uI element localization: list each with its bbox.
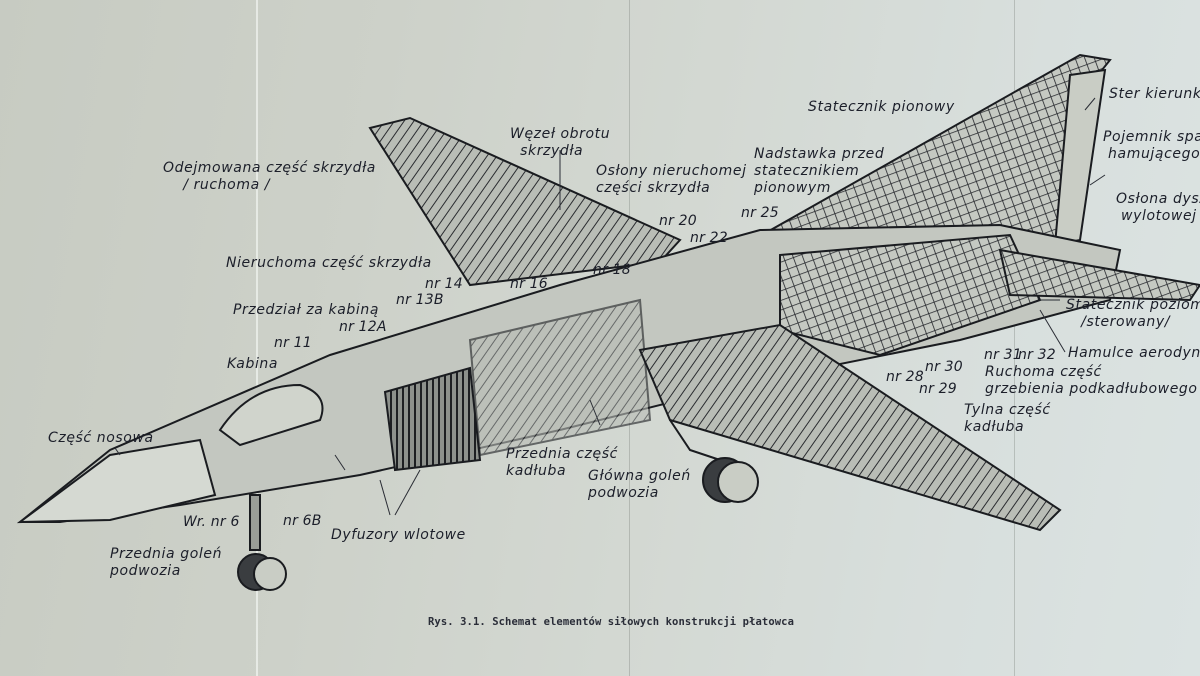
figure-caption: Rys. 3.1. Schemat elementów siłowych kon… (428, 616, 795, 628)
label-przednia-czesc-kadluba: Przednia część kadłuba (506, 446, 618, 479)
right-wing (638, 323, 1062, 532)
label-hamulce-aerodynamiczne: Hamulce aerodyn (1068, 345, 1200, 361)
frame-nr22: nr 22 (690, 230, 728, 246)
paper-fold-left (256, 0, 258, 676)
label-pojemnik-spadochronu: Pojemnik spa hamującego (1103, 129, 1200, 162)
label-statecznik-pionowy: Statecznik pionowy (808, 99, 955, 115)
label-odejmowana-czesc-skrzydla: Odejmowana część skrzydła / ruchoma / (163, 160, 376, 193)
label-dyfuzory-wlotowe: Dyfuzory wlotowe (331, 527, 466, 543)
vertical-stabilizer (696, 53, 1112, 277)
horizontal-stabilizer (998, 248, 1200, 302)
fuselage (16, 223, 1122, 524)
frame-nr28: nr 28 (886, 369, 924, 385)
label-glowna-golen-podwozia: Główna goleń podwozia (588, 468, 691, 501)
frame-nr31: nr 31 (984, 347, 1022, 363)
frame-nr11: nr 11 (274, 335, 312, 351)
label-nadstawka: Nadstawka przed statecznikiem pionowym (754, 146, 885, 196)
frame-nr6b: nr 6B (283, 513, 322, 529)
label-tylna-czesc-kadluba: Tylna część kadłuba (964, 402, 1051, 435)
frame-nr14: nr 14 (425, 276, 463, 292)
label-przednia-golen-podwozia: Przednia goleń podwozia (110, 546, 223, 579)
frame-nr32: nr 32 (1018, 347, 1056, 363)
frame-wr-nr6: Wr. nr 6 (183, 514, 240, 530)
frame-nr13b: nr 13B (396, 292, 444, 308)
label-oslony-nieruchomej: Osłony nieruchomej części skrzydła (596, 163, 747, 196)
frame-nr18: nr 18 (593, 262, 631, 278)
label-wezel-obrotu: Węzeł obrotu skrzydła (510, 126, 611, 159)
frame-nr29: nr 29 (919, 381, 957, 397)
label-statecznik-poziomy: Statecznik poziom /sterowany/ (1066, 297, 1200, 330)
label-czesc-nosowa: Część nosowa (48, 430, 154, 446)
paper-fold-right (1014, 0, 1015, 676)
landing-gear (237, 419, 759, 591)
frame-nr25: nr 25 (741, 205, 779, 221)
label-kabina: Kabina (227, 356, 279, 372)
label-ster-kierunku: Ster kierunk (1109, 86, 1200, 102)
label-ruchoma-czesc-grzebienia: Ruchoma część grzebienia podkadłubowego (985, 364, 1198, 397)
frame-nr30: nr 30 (925, 359, 963, 375)
frame-nr12a: nr 12A (339, 319, 387, 335)
left-wing-movable (368, 116, 682, 287)
label-oslona-dyszy: Osłona dysz wylotowej (1116, 191, 1200, 224)
label-nieruchoma-czesc-skrzydla: Nieruchoma część skrzydła (226, 255, 432, 271)
frame-nr16: nr 16 (510, 276, 548, 292)
leader-lines (114, 97, 1106, 516)
label-przedzial-za-kabina: Przedział za kabiną (233, 302, 380, 318)
frame-nr20: nr 20 (659, 213, 697, 229)
